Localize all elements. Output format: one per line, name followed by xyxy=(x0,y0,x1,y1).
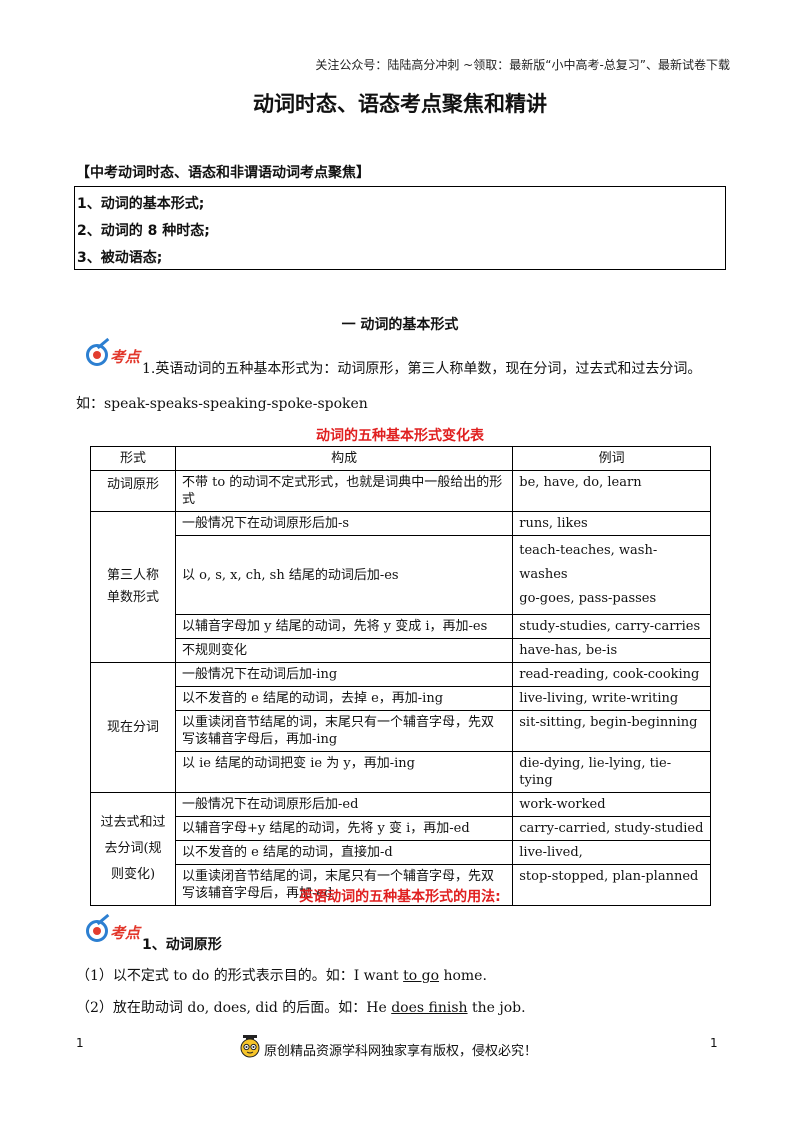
summary-item: 2、动词的 8 种时态; xyxy=(77,223,210,239)
example-cell: work-worked xyxy=(512,792,711,817)
section-heading: 一 动词的基本形式 xyxy=(341,317,459,333)
rule-cell: 以辅音字母加 y 结尾的动词，先将 y 变成 i，再加-es xyxy=(174,614,514,639)
footer-copyright: 原创精品资源学科网独家享有版权，侵权必究！ xyxy=(264,1044,538,1059)
table-row: 现在分词 一般情况下在动词后加-ing read-reading, cook-c… xyxy=(90,662,711,793)
example-cell: carry-carried, study-studied xyxy=(512,816,711,841)
rule-cell: 以不发音的 e 结尾的动词，去掉 e，再加-ing xyxy=(174,686,514,711)
table-row: 不规则变化 have-has, be-is xyxy=(91,638,711,663)
usage-text: （2）放在助动词 do, does, did 的后面。如：He xyxy=(76,1000,392,1016)
point1-text: 1.英语动词的五种基本形式为：动词原形，第三人称单数，现在分词，过去式和过去分词… xyxy=(142,361,702,377)
rule-cell: 不带 to 的动词不定式形式，也就是词典中一般给出的形式 xyxy=(174,470,514,512)
form-label: 第三人称单数形式 xyxy=(106,568,159,605)
header-cell: 形式 xyxy=(90,446,176,471)
rule-cell: 以重读闭音节结尾的词，末尾只有一个辅音字母，先双写该辅音字母后，再加-ing xyxy=(174,710,514,752)
form-cell: 动词原形 xyxy=(90,470,176,512)
rule-cell: 以重读闭音节结尾的词，末尾只有一个辅音字母，先双写该辅音字母后，再加-ed xyxy=(174,864,514,906)
document-title: 动词时态、语态考点聚焦和精讲 xyxy=(253,92,547,116)
form-cell: 第三人称单数形式 xyxy=(90,511,176,663)
usage-text: home. xyxy=(439,968,487,984)
example-cell: stop-stopped, plan-planned xyxy=(512,864,711,906)
header-note: 关注公众号：陆陆高分冲刺 ~领取：最新版“小中高考-总复习”、最新试卷下载 xyxy=(315,58,730,72)
rule-cell: 一般情况下在动词原形后加-s xyxy=(174,511,514,536)
table-row: 以不发音的 e 结尾的动词，去掉 e，再加-ing live-living, w… xyxy=(91,686,711,711)
header-cell: 构成 xyxy=(174,446,514,471)
form-cell: 过去式和过去分词(规则变化) xyxy=(90,792,176,906)
example-cell: be, have, do, learn xyxy=(512,470,711,512)
example-line: teach-teaches, wash-washes xyxy=(519,543,658,582)
summary-item: 3、被动语态; xyxy=(77,250,163,266)
summary-item: 1、动词的基本形式; xyxy=(77,196,205,212)
table-row: 以重读闭音节结尾的词，末尾只有一个辅音字母，先双写该辅音字母后，再加-ed st… xyxy=(91,864,711,906)
usage-caption: 英语动词的五种基本形式的用法: xyxy=(299,889,501,905)
table-row: 第三人称单数形式 一般情况下在动词原形后加-s runs, likes xyxy=(90,511,711,663)
target-icon: 考点 xyxy=(84,913,148,946)
point1-example: 如：speak-speaks-speaking-spoke-spoken xyxy=(76,396,368,412)
example-cell: runs, likes xyxy=(512,511,711,536)
usage-underlined: does finish xyxy=(391,1000,468,1016)
rule-cell: 以辅音字母+y 结尾的动词，先将 y 变 i，再加-ed xyxy=(174,816,514,841)
rule-cell: 不规则变化 xyxy=(174,638,514,663)
table-row: 以 o, s, x, ch, sh 结尾的动词后加-es teach-teach… xyxy=(91,535,711,615)
rule-cell: 以不发音的 e 结尾的动词，直接加-d xyxy=(174,840,514,865)
usage-underlined: to go xyxy=(403,968,440,984)
table-row: 以辅音字母加 y 结尾的动词，先将 y 变成 i，再加-es study-stu… xyxy=(91,614,711,639)
usage-line: （1）以不定式 to do 的形式表示目的。如：I want to go hom… xyxy=(76,965,487,985)
usage-line: （2）放在助动词 do, does, did 的后面。如：He does fin… xyxy=(76,997,526,1017)
usage-text: （1）以不定式 to do 的形式表示目的。如：I want xyxy=(76,968,404,984)
example-cell: have-has, be-is xyxy=(512,638,711,663)
example-cell: live-lived, xyxy=(512,840,711,865)
page-number-left: 1 xyxy=(76,1036,84,1050)
example-cell: live-living, write-writing xyxy=(512,686,711,711)
header-cell: 例词 xyxy=(512,446,711,471)
example-cell: die-dying, lie-lying, tie-tying xyxy=(512,751,711,793)
badge-label: 考点 xyxy=(110,924,141,942)
mascot-icon xyxy=(240,1035,260,1058)
table-row: 以重读闭音节结尾的词，末尾只有一个辅音字母，先双写该辅音字母后，再加-ing s… xyxy=(91,710,711,752)
table-row: 以辅音字母+y 结尾的动词，先将 y 变 i，再加-ed carry-carri… xyxy=(91,816,711,841)
point2-heading: 1、动词原形 xyxy=(142,937,222,953)
example-line: go-goes, pass-passes xyxy=(519,591,657,606)
rule-cell: 一般情况下在动词原形后加-ed xyxy=(174,792,514,817)
table-header-row: 形式 构成 例词 xyxy=(90,446,711,471)
verb-forms-table: 形式 构成 例词 动词原形 不带 to 的动词不定式形式，也就是词典中一般给出的… xyxy=(90,446,711,906)
example-cell: teach-teaches, wash-washes go-goes, pass… xyxy=(512,535,711,615)
rule-cell: 以 ie 结尾的动词把变 ie 为 y，再加-ing xyxy=(174,751,514,793)
form-label: 过去式和过去分词(规则变化) xyxy=(100,815,166,882)
example-cell: sit-sitting, begin-beginning xyxy=(512,710,711,752)
table-row: 动词原形 不带 to 的动词不定式形式，也就是词典中一般给出的形式 be, ha… xyxy=(90,470,711,512)
summary-heading: 【中考动词时态、语态和非谓语动词考点聚焦】 xyxy=(76,165,370,181)
rule-cell: 以 o, s, x, ch, sh 结尾的动词后加-es xyxy=(174,535,514,615)
rule-cell: 一般情况下在动词后加-ing xyxy=(174,662,514,687)
badge-label: 考点 xyxy=(110,348,141,366)
table-row: 以 ie 结尾的动词把变 ie 为 y，再加-ing die-dying, li… xyxy=(91,751,711,793)
target-icon: 考点 xyxy=(84,337,148,370)
page-number-right: 1 xyxy=(710,1036,718,1050)
usage-text: the job. xyxy=(467,1000,526,1016)
table-row: 以不发音的 e 结尾的动词，直接加-d live-lived, xyxy=(91,840,711,865)
example-cell: read-reading, cook-cooking xyxy=(512,662,711,687)
table-caption: 动词的五种基本形式变化表 xyxy=(316,428,484,444)
summary-box: 1、动词的基本形式; 2、动词的 8 种时态; 3、被动语态; xyxy=(74,186,726,270)
example-cell: study-studies, carry-carries xyxy=(512,614,711,639)
form-cell: 现在分词 xyxy=(90,662,176,793)
table-row: 过去式和过去分词(规则变化) 一般情况下在动词原形后加-ed work-work… xyxy=(90,792,711,906)
